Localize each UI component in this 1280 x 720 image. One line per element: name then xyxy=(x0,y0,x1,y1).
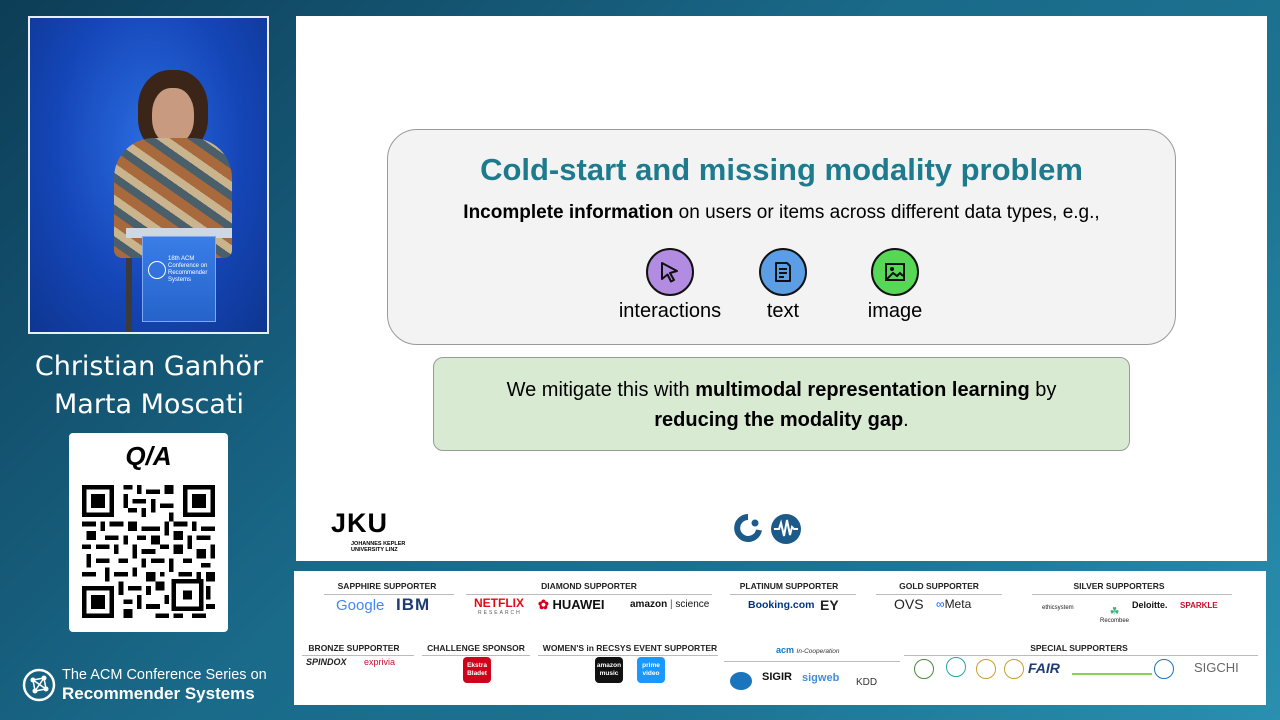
sponsor-category: CHALLENGE SPONSOR xyxy=(427,643,525,653)
sponsor-category: PLATINUM SUPPORTER xyxy=(739,581,839,591)
modality-label: image xyxy=(867,300,923,322)
cursor-icon xyxy=(646,248,694,296)
solution-bold: multimodal representation learning xyxy=(695,379,1030,401)
acm-incooperation-logo: acm In-Cooperation xyxy=(776,645,840,655)
acm-series-text: The ACM Conference Series on xyxy=(62,667,267,683)
sponsor-banner: SAPPHIRE SUPPORTER Google IBM DIAMOND SU… xyxy=(294,571,1266,705)
google-logo: Google xyxy=(336,597,385,614)
ey-logo: EY xyxy=(820,597,839,613)
modality-text: text xyxy=(738,248,828,323)
netflix-research-text: RESEARCH xyxy=(478,610,522,616)
speaker-face xyxy=(152,88,194,144)
problem-desc-bold: Incomplete information xyxy=(463,202,674,223)
problem-desc-rest: on users or items across different data … xyxy=(673,202,1100,223)
lab-logo-icon xyxy=(734,514,762,542)
spindox-logo: SPINDOX xyxy=(306,657,347,667)
deloitte-logo: Deloitte. xyxy=(1132,600,1168,610)
sponsor-category: WOMEN'S in RECSYS EVENT SUPPORTER xyxy=(542,643,718,653)
fair-logo: FAIR xyxy=(1028,660,1060,676)
jku-logo: JKU JOHANNES KEPLER UNIVERSITY LINZ xyxy=(331,508,421,553)
solution-bold: reducing the modality gap xyxy=(654,409,904,431)
ibm-logo: IBM xyxy=(396,595,431,614)
jku-subtitle: UNIVERSITY LINZ xyxy=(351,547,398,553)
qa-card[interactable]: Q/A xyxy=(69,433,228,632)
speaker-names: Christian Ganhör Marta Moscati xyxy=(20,348,278,424)
sponsor-category: BRONZE SUPPORTER xyxy=(308,643,400,653)
presentation-slide: Cold-start and missing modality problem … xyxy=(296,16,1267,561)
speaker-name-2: Marta Moscati xyxy=(53,389,244,420)
sponsor-category: SILVER SUPPORTERS xyxy=(1073,581,1165,591)
problem-description: Incomplete information on users or items… xyxy=(388,202,1175,224)
citta-bari-logo xyxy=(976,659,996,679)
recombee-logo: ☘Recombee xyxy=(1100,606,1130,624)
meta-text: Meta xyxy=(944,597,972,611)
slide-title: Cold-start and missing modality problem xyxy=(480,152,1083,187)
modality-interactions: interactions xyxy=(612,248,728,323)
amazon-text: amazon xyxy=(630,599,668,610)
qr-code-icon[interactable] xyxy=(82,485,215,618)
netflix-logo: NETFLIX xyxy=(474,596,524,610)
sigweb-logo: sigweb xyxy=(802,672,840,684)
ekstra-bladet-logo: Ekstra Bladet xyxy=(463,657,491,683)
problem-box: Cold-start and missing modality problem … xyxy=(387,129,1176,345)
solution-text: . xyxy=(903,409,909,431)
jku-subtitle: JOHANNES KEPLER xyxy=(351,541,406,547)
kdd-logo: KDD xyxy=(856,677,878,688)
image-icon xyxy=(871,248,919,296)
jku-mark: JKU xyxy=(331,508,389,538)
solution-line-2: reducing the modality gap. xyxy=(434,405,1129,435)
document-icon xyxy=(759,248,807,296)
sponsor-category: GOLD SUPPORTER xyxy=(899,581,979,591)
incooperation-text: In-Cooperation xyxy=(796,648,840,655)
speaker-video-feed: 18th ACM Conference on Recommender Syste… xyxy=(28,16,269,334)
sponsor-category: SPECIAL SUPPORTERS xyxy=(1030,643,1128,653)
globe-icon xyxy=(22,668,56,702)
podium xyxy=(142,236,216,322)
sponsor-category: SAPPHIRE SUPPORTER xyxy=(337,581,437,591)
qa-title: Q/A xyxy=(125,441,172,471)
modality-label: text xyxy=(766,300,800,322)
amazon-music-logo: amazon music xyxy=(595,657,623,683)
ovs-logo: OVS xyxy=(894,596,924,612)
modality-image: image xyxy=(850,248,940,323)
recombee-text: Recombee xyxy=(1100,618,1130,624)
exprivia-logo: exprivia xyxy=(364,657,396,667)
podium-top xyxy=(126,228,232,238)
solution-text: by xyxy=(1029,379,1057,401)
signal-wave-icon xyxy=(771,514,801,544)
prime-video-logo: prime video xyxy=(637,657,665,683)
sigchi-logo: SIGCHI xyxy=(1194,660,1239,675)
amazon-science-logo: amazon | science xyxy=(630,599,710,610)
solution-text: We mitigate this with xyxy=(506,379,696,401)
science-text: science xyxy=(675,599,710,610)
solution-line-1: We mitigate this with multimodal represe… xyxy=(434,375,1129,405)
acm-text: acm xyxy=(776,645,795,655)
ethicsystem-logo: ethicsystem xyxy=(1042,605,1074,611)
meta-logo: ∞Meta xyxy=(936,597,972,611)
acm-recsys-logo: The ACM Conference Series on Recommender… xyxy=(22,666,282,706)
huawei-logo: ✿ HUAWEI xyxy=(538,597,605,612)
microphone-stand xyxy=(126,258,132,332)
sparkle-logo: SPARKLE xyxy=(1180,601,1218,610)
solution-box: We mitigate this with multimodal represe… xyxy=(433,357,1130,451)
podium-logo: 18th ACM Conference on Recommender Syste… xyxy=(148,256,212,286)
recsys-text: Recommender Systems xyxy=(62,684,255,703)
sponsor-category: DIAMOND SUPPORTER xyxy=(541,581,637,591)
globe-icon xyxy=(148,261,166,279)
research-network-logo xyxy=(1154,659,1174,679)
speaker-name-1: Christian Ganhör xyxy=(34,351,264,382)
politecnico-bari-logo xyxy=(946,657,966,677)
regional-supporter-logo xyxy=(1072,657,1152,675)
sigai-logo xyxy=(730,672,752,690)
podium-text: 18th ACM Conference on Recommender Syste… xyxy=(168,256,208,283)
booking-logo: Booking.com xyxy=(748,599,815,611)
sigir-logo: SIGIR xyxy=(762,671,792,683)
huawei-text: HUAWEI xyxy=(552,597,605,612)
municipality-logo xyxy=(1004,659,1024,679)
modality-label: interactions xyxy=(618,300,722,322)
university-bari-logo xyxy=(914,659,934,679)
